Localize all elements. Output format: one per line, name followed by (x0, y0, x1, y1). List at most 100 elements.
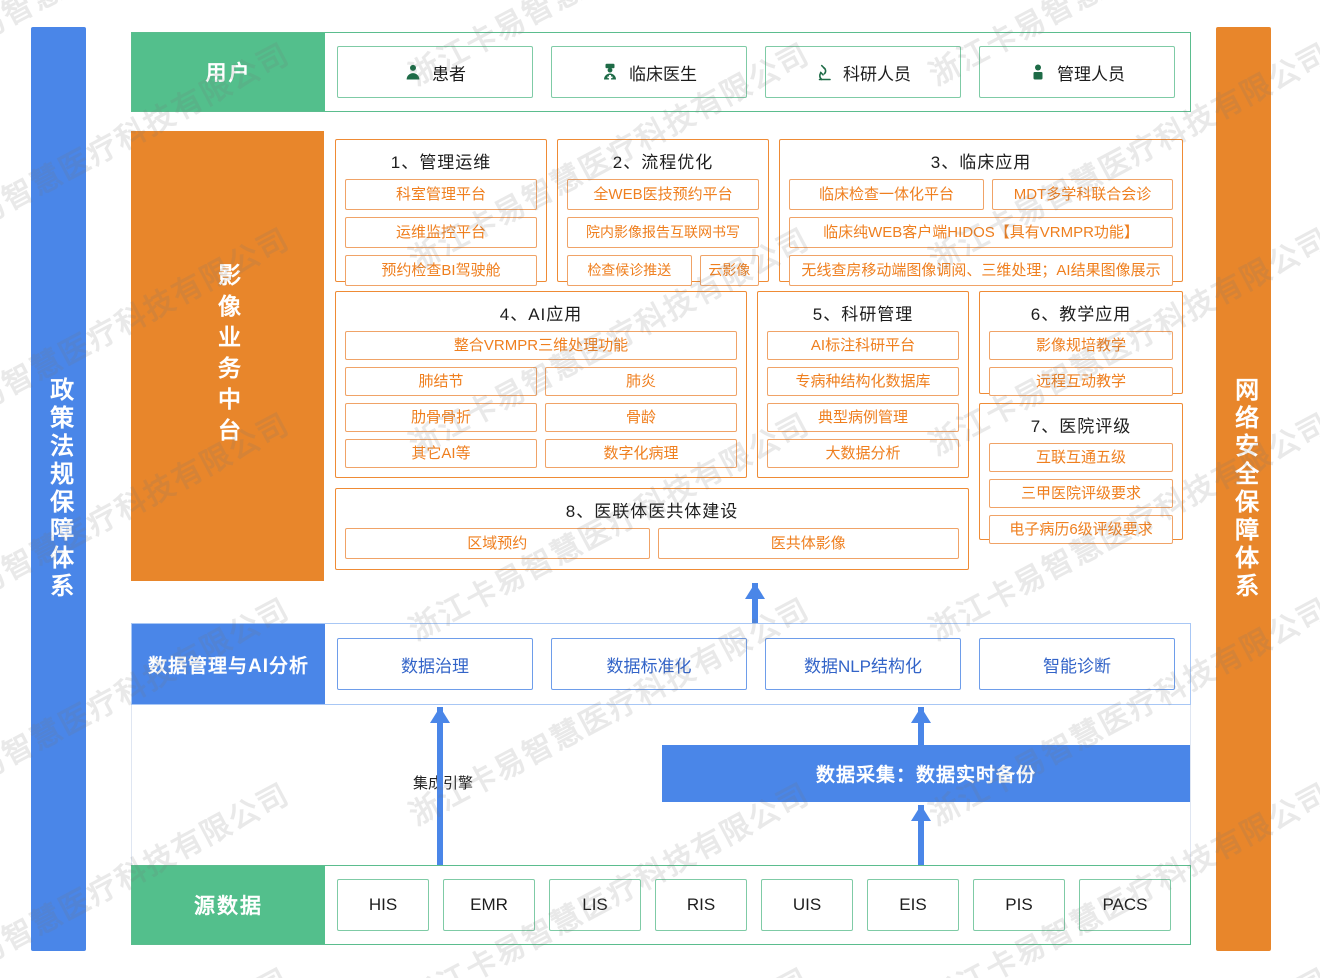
section-row: 肺结节 肺炎 (336, 367, 746, 403)
section-title: 7、医院评级 (1030, 417, 1132, 436)
users-row: 用户 患者 (131, 32, 1191, 112)
section-item[interactable]: 科室管理平台 (345, 179, 537, 210)
section-title: 5、科研管理 (812, 305, 914, 324)
section-item[interactable]: 无线查房移动端图像调阅、三维处理；AI结果图像展示 (789, 255, 1173, 286)
section-item[interactable]: 影像规培教学 (989, 331, 1173, 360)
section-item[interactable]: 云影像 (699, 255, 759, 286)
section-row: 院内影像报告互联网书写 (558, 217, 768, 255)
watermark-text: 浙江卡易智慧医疗科技有限公司 (920, 955, 1320, 978)
arrow-source-to-collection (911, 805, 931, 865)
section-item[interactable]: 检查候诊推送 (567, 255, 692, 286)
microscope-icon (815, 63, 833, 81)
section-row: 肋骨骨折 骨龄 (336, 403, 746, 439)
section-row: 典型病例管理 (758, 403, 968, 439)
section-title: 8、医联体医共体建设 (565, 502, 739, 521)
data-chip-diagnosis[interactable]: 智能诊断 (979, 638, 1175, 690)
section-title: 2、流程优化 (612, 153, 714, 172)
section-item[interactable]: 区域预约 (345, 528, 650, 559)
users-items: 患者 临床医生 (337, 33, 1175, 111)
data-management-items: 数据治理 数据标准化 数据NLP结构化 智能诊断 (337, 624, 1175, 704)
arrow-integration-engine (430, 707, 450, 865)
section-row: 科室管理平台 (336, 179, 546, 217)
section-item[interactable]: 互联互通五级 (989, 443, 1173, 472)
section-process-optimization: 2、流程优化 全WEB医技预约平台 院内影像报告互联网书写 检查候诊推送 云影像 (557, 139, 769, 286)
section-management-ops: 1、管理运维 科室管理平台 运维监控平台 预约检查BI驾驶舱 (335, 139, 547, 286)
source-chip-emr[interactable]: EMR (443, 879, 535, 931)
source-chip-pis[interactable]: PIS (973, 879, 1065, 931)
section-ai-application: 4、AI应用 整合VRMPR三维处理功能 肺结节 肺炎 肋骨骨折 骨龄 其它AI… (335, 291, 747, 478)
section-row: 电子病历6级评级要求 (980, 515, 1182, 551)
user-chip-label: 临床医生 (629, 64, 697, 84)
section-item[interactable]: 大数据分析 (767, 439, 959, 468)
data-chip-standardization[interactable]: 数据标准化 (551, 638, 747, 690)
section-item[interactable]: MDT多学科联合会诊 (991, 179, 1173, 210)
data-chip-nlp[interactable]: 数据NLP结构化 (765, 638, 961, 690)
section-row: 其它AI等 数字化病理 (336, 439, 746, 475)
watermark-text: 浙江卡易智慧医疗科技有限公司 (0, 955, 296, 978)
doctor-icon (601, 63, 619, 81)
user-chip-patient[interactable]: 患者 (337, 46, 533, 98)
section-row: 影像规培教学 (980, 331, 1182, 367)
arrow-collection-to-data (911, 707, 931, 747)
user-chip-administrator[interactable]: 管理人员 (979, 46, 1175, 98)
section-item[interactable]: 肺炎 (545, 367, 737, 396)
user-chip-clinician[interactable]: 临床医生 (551, 46, 747, 98)
source-data-items: HIS EMR LIS RIS UIS EIS PIS PACS (337, 866, 1171, 944)
section-row: 远程互动教学 (980, 367, 1182, 403)
section-clinical-application: 3、临床应用 临床检查一体化平台 MDT多学科联合会诊 临床纯WEB客户端HID… (779, 139, 1183, 286)
section-item[interactable]: 预约检查BI驾驶舱 (345, 255, 537, 286)
section-item[interactable]: 其它AI等 (345, 439, 537, 468)
section-item[interactable]: 数字化病理 (545, 439, 737, 468)
section-item[interactable]: 肺结节 (345, 367, 537, 396)
source-chip-lis[interactable]: LIS (549, 879, 641, 931)
section-item[interactable]: AI标注科研平台 (767, 331, 959, 360)
section-item[interactable]: 临床检查一体化平台 (789, 179, 984, 210)
section-item[interactable]: 院内影像报告互联网书写 (567, 217, 759, 248)
source-data-row: 源数据 HIS EMR LIS RIS UIS EIS PIS PACS (131, 865, 1191, 945)
section-row: 大数据分析 (758, 439, 968, 475)
section-row: 临床纯WEB客户端HIDOS【具有VRMPR功能】 (780, 217, 1182, 255)
section-research-management: 5、科研管理 AI标注科研平台 专病种结构化数据库 典型病例管理 大数据分析 (757, 291, 969, 478)
section-title: 3、临床应用 (930, 153, 1032, 172)
section-title: 1、管理运维 (390, 153, 492, 172)
section-item[interactable]: 专病种结构化数据库 (767, 367, 959, 396)
source-chip-ris[interactable]: RIS (655, 879, 747, 931)
section-item[interactable]: 远程互动教学 (989, 367, 1173, 396)
source-chip-pacs[interactable]: PACS (1079, 879, 1171, 931)
source-chip-his[interactable]: HIS (337, 879, 429, 931)
section-row: 专病种结构化数据库 (758, 367, 968, 403)
section-row: 整合VRMPR三维处理功能 (336, 331, 746, 367)
right-security-banner: 网络安全保障体系 (1216, 27, 1271, 951)
data-management-row: 数据管理与AI分析 数据治理 数据标准化 数据NLP结构化 智能诊断 (131, 623, 1191, 705)
section-item[interactable]: 运维监控平台 (345, 217, 537, 248)
section-row: 临床检查一体化平台 MDT多学科联合会诊 (780, 179, 1182, 217)
section-item[interactable]: 临床纯WEB客户端HIDOS【具有VRMPR功能】 (789, 217, 1173, 248)
manager-icon (1029, 63, 1047, 81)
data-collection-bar: 数据采集：数据实时备份 (662, 745, 1190, 802)
section-row: AI标注科研平台 (758, 331, 968, 367)
section-item[interactable]: 三甲医院评级要求 (989, 479, 1173, 508)
left-policy-banner: 政策法规保障体系 (31, 27, 86, 951)
section-row: 三甲医院评级要求 (980, 479, 1182, 515)
user-chip-researcher[interactable]: 科研人员 (765, 46, 961, 98)
section-item[interactable]: 医共体影像 (657, 528, 959, 559)
section-title: 4、AI应用 (499, 305, 583, 324)
data-chip-governance[interactable]: 数据治理 (337, 638, 533, 690)
section-row: 互联互通五级 (980, 443, 1182, 479)
section-item[interactable]: 典型病例管理 (767, 403, 959, 432)
midplatform-row: 影像业务中台 1、管理运维 科室管理平台 运维监控平台 预约检查BI驾驶舱 2、… (131, 131, 1191, 581)
arrow-data-to-midplatform (745, 583, 765, 623)
section-row: 预约检查BI驾驶舱 (336, 255, 546, 293)
users-row-label: 用户 (132, 33, 325, 111)
section-item[interactable]: 肋骨骨折 (345, 403, 537, 432)
section-row: 检查候诊推送 云影像 (558, 255, 768, 293)
source-chip-eis[interactable]: EIS (867, 879, 959, 931)
section-item[interactable]: 骨龄 (545, 403, 737, 432)
data-management-label: 数据管理与AI分析 (132, 624, 325, 704)
section-row: 全WEB医技预约平台 (558, 179, 768, 217)
section-item[interactable]: 电子病历6级评级要求 (989, 515, 1173, 544)
section-row: 区域预约 医共体影像 (336, 528, 968, 566)
section-item[interactable]: 全WEB医技预约平台 (567, 179, 759, 210)
source-chip-uis[interactable]: UIS (761, 879, 853, 931)
section-item[interactable]: 整合VRMPR三维处理功能 (345, 331, 737, 360)
